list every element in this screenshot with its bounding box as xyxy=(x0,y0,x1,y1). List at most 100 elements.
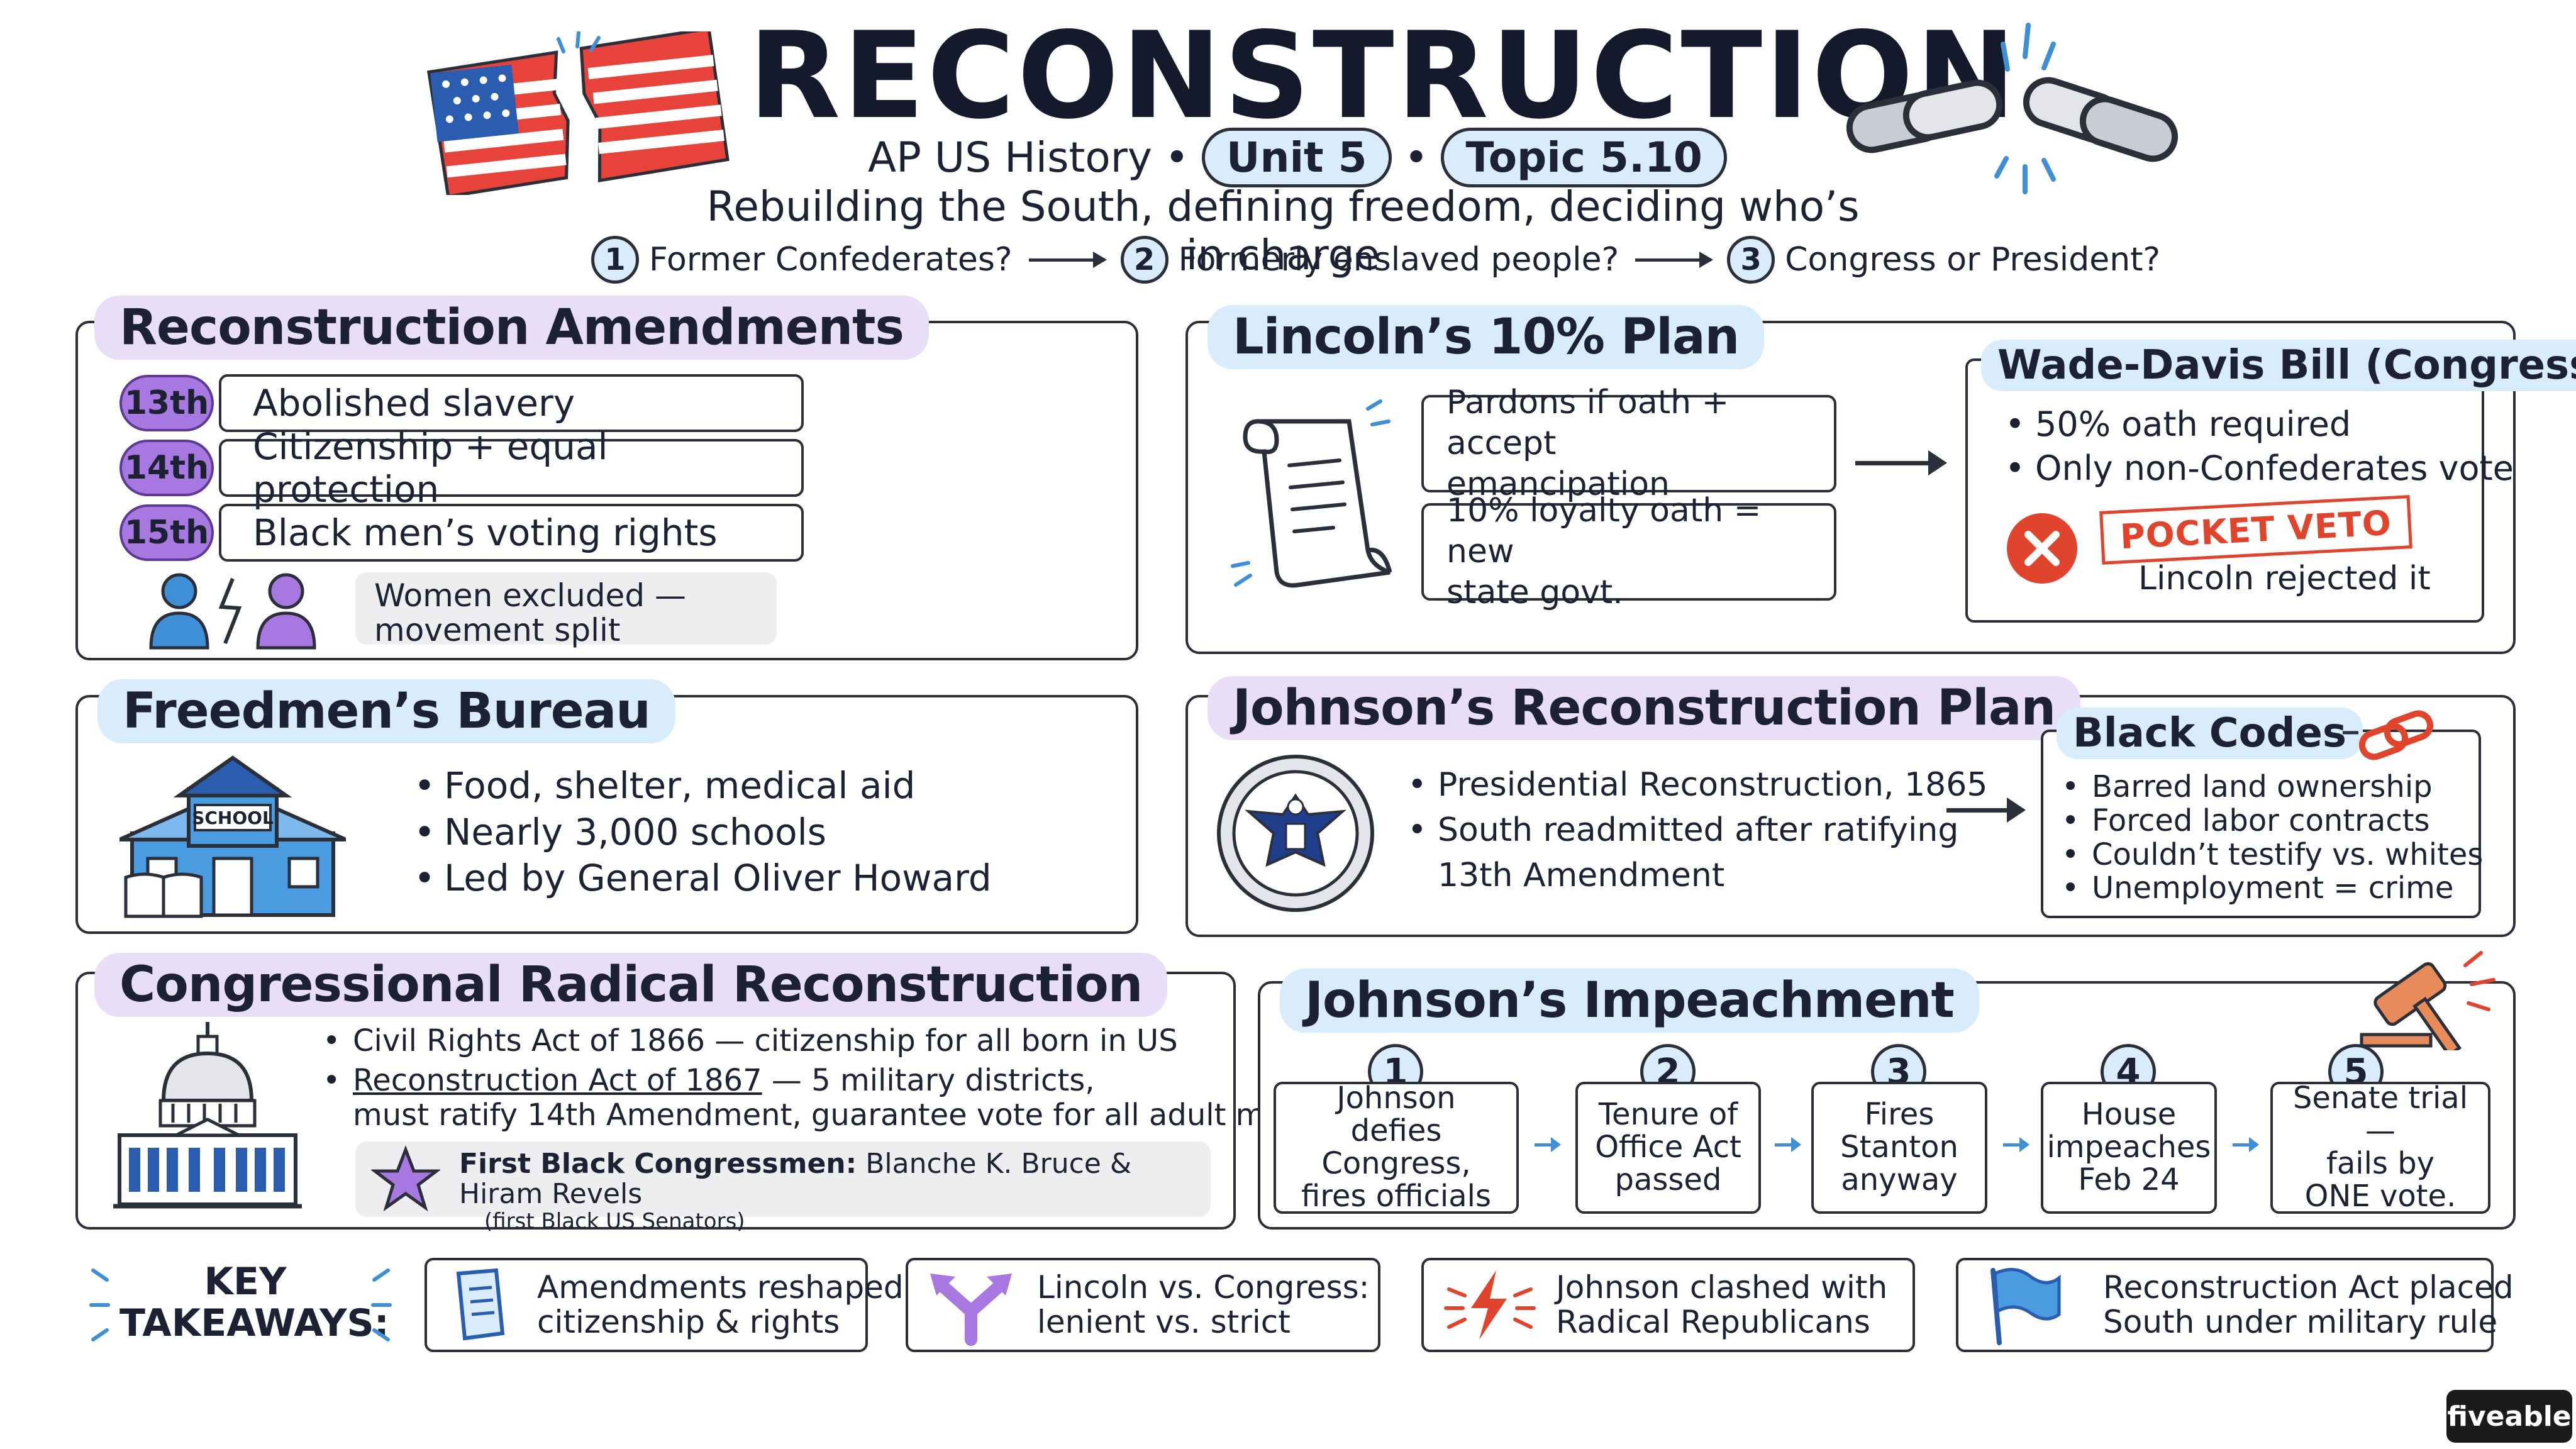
question-number: 2 xyxy=(1120,236,1169,284)
split-arrow-icon xyxy=(930,1274,1012,1346)
takeaway-line: South under military rule xyxy=(2103,1304,2498,1340)
step-line: Fires xyxy=(1864,1097,1935,1133)
first-black-congressmen-note: First Black Congressmen: Blanche K. Bruc… xyxy=(355,1141,1211,1233)
bullet-line: South readmitted after ratifying xyxy=(1438,811,1959,849)
flag-icon xyxy=(421,26,736,199)
list-item: Nearly 3,000 schools xyxy=(409,809,992,856)
amendments-title: Reconstruction Amendments xyxy=(94,296,929,360)
box-line: emancipation xyxy=(1446,465,1670,503)
note-line: Women excluded — xyxy=(374,577,686,614)
list-item: Led by General Oliver Howard xyxy=(409,855,992,902)
question-number: 3 xyxy=(1727,236,1775,284)
freedmens-bureau-list: Food, shelter, medical aid Nearly 3,000 … xyxy=(409,763,992,902)
list-item: Presidential Reconstruction, 1865 xyxy=(1402,763,1987,808)
label-line: KEY xyxy=(204,1260,287,1304)
people-split-icon xyxy=(145,569,327,651)
question-text: Formerly enslaved people? xyxy=(1178,241,1619,279)
step-line: passed xyxy=(1614,1162,1722,1197)
step-line: fails by xyxy=(2326,1146,2435,1181)
radical-list: Civil Rights Act of 1866 — citizenship f… xyxy=(318,1023,1336,1133)
question-number: 1 xyxy=(591,236,639,284)
women-excluded-note: Women excluded — movement split xyxy=(355,572,777,648)
bullet-dot: • xyxy=(1164,133,1189,182)
reconstruction-act-link[interactable]: Reconstruction Act of 1867 xyxy=(353,1063,762,1099)
star-icon xyxy=(370,1145,441,1214)
step-line: Senate trial — xyxy=(2292,1080,2468,1149)
amendment-row: 13th Abolished slavery xyxy=(119,374,804,432)
takeaway-line: Amendments reshaped xyxy=(537,1269,904,1306)
document-icon xyxy=(456,1268,505,1341)
brand-logo: fiveable xyxy=(2446,1390,2572,1443)
step-line: defies Congress, xyxy=(1321,1113,1471,1181)
takeaway-line: Reconstruction Act placed xyxy=(2103,1269,2514,1306)
course-label: AP US History xyxy=(868,133,1152,182)
arrow-right-icon xyxy=(1535,1137,1561,1152)
label-line: TAKEAWAYS: xyxy=(119,1301,389,1345)
list-item: Forced labor contracts xyxy=(2057,804,2483,838)
broken-chain-icon xyxy=(1836,19,2189,195)
takeaway-line: Johnson clashed with xyxy=(1556,1269,1888,1306)
school-icon: SCHOOL xyxy=(118,752,347,921)
school-label: SCHOOL xyxy=(192,808,274,828)
question-text: Former Confederates? xyxy=(649,241,1013,279)
step-line: impeaches xyxy=(2046,1130,2211,1165)
amendment-number: 13th xyxy=(119,375,214,431)
freedmens-bureau-title: Freedmen’s Bureau xyxy=(97,679,675,743)
takeaways-sparkle-icon xyxy=(88,1264,113,1346)
takeaways-sparkle-icon xyxy=(368,1264,393,1346)
list-item: Reconstruction Act of 1867 — 5 military … xyxy=(318,1063,1336,1133)
takeaway-line: Lincoln vs. Congress: xyxy=(1037,1269,1370,1306)
note-sub: (first Black US Senators) xyxy=(484,1208,745,1234)
takeaway-card: Lincoln vs. Congress:lenient vs. strict xyxy=(906,1258,1380,1352)
list-item: Food, shelter, medical aid xyxy=(409,763,992,809)
capitol-icon xyxy=(110,1019,305,1214)
x-mark-icon xyxy=(2003,509,2082,588)
box-line: 10% loyalty oath = new xyxy=(1446,492,1762,570)
lincoln-plan-title: Lincoln’s 10% Plan xyxy=(1208,305,1765,369)
step-line: anyway xyxy=(1841,1162,1958,1197)
lincoln-oath-box: 10% loyalty oath = new state govt. xyxy=(1421,492,1836,611)
amendment-text: Black men’s voting rights xyxy=(219,504,804,562)
impeachment-title: Johnson’s Impeachment xyxy=(1280,969,1979,1033)
arrow-right-icon xyxy=(1635,251,1714,268)
flag-marker-icon xyxy=(1990,1268,2061,1345)
box-line: state govt. xyxy=(1446,574,1623,611)
key-takeaways-label: KEY TAKEAWAYS: xyxy=(119,1260,389,1345)
guiding-questions: 1 Former Confederates? 2 Formerly enslav… xyxy=(591,236,2160,284)
black-codes-title: Black Codes xyxy=(2057,708,2363,759)
list-item: Barred land ownership xyxy=(2057,770,2483,804)
arrow-right-icon xyxy=(1775,1137,1801,1152)
unit-pill: Unit 5 xyxy=(1201,127,1392,187)
arrow-right-icon xyxy=(1946,797,2026,823)
wade-davis-title: Wade-Davis Bill (Congress) xyxy=(1981,340,2576,391)
list-item: Couldn’t testify vs. whites xyxy=(2057,838,2483,872)
johnson-plan-title: Johnson’s Reconstruction Plan xyxy=(1208,676,2081,740)
step-line: Feb 24 xyxy=(2078,1162,2180,1197)
step-line: ONE vote. xyxy=(2304,1178,2457,1214)
arrow-right-icon xyxy=(2003,1137,2029,1152)
radical-reconstruction-title: Congressional Radical Reconstruction xyxy=(94,953,1168,1017)
bullet-line: must ratify 14th Amendment, guarantee vo… xyxy=(353,1097,1336,1133)
note-line: movement split xyxy=(374,612,621,648)
gavel-icon xyxy=(2355,950,2500,1058)
step-line: fires officials xyxy=(1301,1178,1491,1214)
amendment-number: 15th xyxy=(119,504,214,561)
list-item: 50% oath required xyxy=(2000,402,2514,447)
arrow-right-icon xyxy=(2233,1137,2259,1152)
amendment-row: 15th Black men’s voting rights xyxy=(119,504,804,562)
step-line: House xyxy=(2081,1097,2177,1133)
takeaway-line: Radical Republicans xyxy=(1556,1304,1870,1340)
amendment-row: 14th Citizenship + equal protection xyxy=(119,425,804,511)
step-line: Office Act xyxy=(1595,1130,1741,1165)
page-title: RECONSTRUCTION xyxy=(748,6,2019,145)
johnson-plan-list: Presidential Reconstruction, 1865 South … xyxy=(1402,763,1987,898)
topic-pill: Topic 5.10 xyxy=(1441,127,1727,187)
